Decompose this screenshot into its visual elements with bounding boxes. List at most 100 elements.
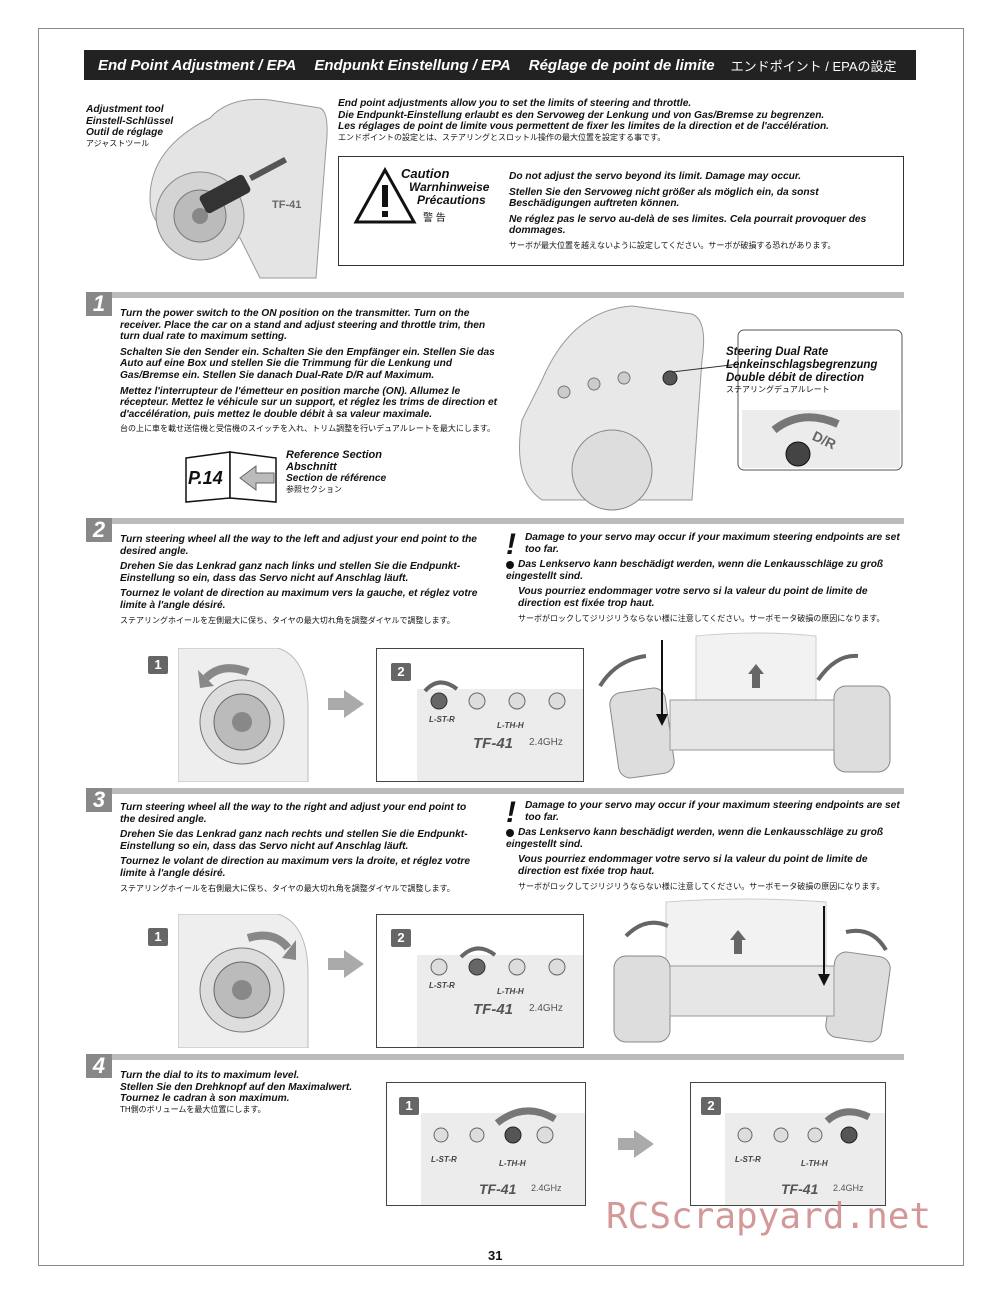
step2-steering-wheel-illustration (178, 648, 309, 782)
step1-en: Turn the power switch to the ON position… (120, 308, 486, 343)
step3-panel-illustration: 2 L-ST-R L-TH-H TF-41 2.4GHz (376, 914, 584, 1048)
page-frame (38, 28, 964, 1266)
step2-panel-illustration: 2 L-ST-R L-TH-H TF-41 2.4GHz (376, 648, 584, 782)
tool-label-de: Einstell-Schlüssel (86, 115, 174, 127)
header-en: End Point Adjustment / EPA (98, 56, 297, 74)
step4-en: Turn the dial to its to maximum level. (120, 1070, 300, 1081)
transmitter-dual-rate-illustration: D/R (519, 305, 903, 511)
step3-chassis-illustration (613, 898, 891, 1043)
step4-panel1-dials (433, 1107, 557, 1144)
step2-panel-dials (423, 680, 566, 710)
warning-exclamation-icon: ! (506, 796, 516, 829)
step3-warn-fr: Vous pourriez endommager votre servo si … (518, 854, 868, 877)
header-de: Endpunkt Einstellung / EPA (314, 56, 511, 74)
step3-panel-dials (430, 946, 566, 976)
step3-ja: ステアリングホイールを右側最大に保ち、タイヤの最大切れ角を調整ダイヤルで調整しま… (120, 883, 455, 893)
step2-sub1-number: 1 (148, 656, 168, 674)
step2-bar (86, 518, 904, 524)
step2-sub2-number: 2 (391, 663, 411, 681)
step1-ja: 台の上に車を載せ送信機と受信機のスイッチを入れ、トリム調整を行いデュアルレートを… (120, 424, 496, 434)
caution-ja: サーボが最大位置を越えないように設定してください。サーボが破損する恐れがあります… (509, 240, 836, 250)
dual-rate-de: Lenkeinschlagsbegrenzung (726, 359, 878, 371)
step1-fr: Mettez l'interrupteur de l'émetteur en p… (120, 385, 498, 420)
step2-st-label: L-ST-R (429, 715, 455, 724)
step4-panel1-face (421, 1113, 585, 1205)
tool-label: Adjustment tool Einstell-Schlüssel Outil… (86, 104, 186, 149)
intro-fr: Les réglages de point de limite vous per… (338, 121, 830, 133)
step2-number: 2 (86, 518, 112, 542)
step2-warn-ja: サーボがロックしてジリジリうならない様に注意してください。サーボモータ破損の原因… (518, 613, 885, 623)
step2-text: Turn steering wheel all the way to the l… (120, 534, 484, 626)
transmitter-with-tool-illustration: TF-41 (149, 98, 328, 279)
step4-p1-band: 2.4GHz (531, 1183, 562, 1193)
caution-title-en: Caution (401, 166, 450, 181)
tool-label-ja: アジャストツール (86, 138, 150, 148)
section-header: End Point Adjustment / EPA Endpunkt Eins… (84, 50, 916, 80)
intro-en: End point adjustments allow you to set t… (338, 98, 692, 109)
bullet-icon (506, 560, 514, 569)
caution-fr: Ne réglez pas le servo au-delà de ses li… (509, 213, 867, 237)
header-fr: Réglage de point de limite (528, 56, 715, 74)
step3-warning: ! Damage to your servo may occur if your … (506, 796, 906, 892)
step1-bar (86, 292, 904, 298)
caution-text: Do not adjust the servo beyond its limit… (509, 171, 889, 251)
step3-sub1-number: 1 (148, 928, 168, 946)
dual-rate-fr: Double débit de direction (726, 372, 865, 384)
step4-de: Stellen Sie den Drehknopf auf den Maxima… (120, 1081, 353, 1093)
step3-en: Turn steering wheel all the way to the r… (120, 802, 467, 825)
caution-box: Caution Warnhinweise Précautions 警 告 Do … (338, 156, 904, 266)
step3-th-label: L-TH-H (497, 987, 524, 996)
step3-arrow-icon (328, 950, 364, 978)
step3-warn-ja: サーボがロックしてジリジリうならない様に注意してください。サーボモータ破損の原因… (518, 881, 885, 891)
reference-section: Reference Section Abschnitt Section de r… (286, 449, 426, 495)
step4-ja: TH側のボリュームを最大位置にします。 (120, 1104, 266, 1114)
caution-title-fr: Précautions (417, 193, 486, 207)
step4-sub2-number: 2 (701, 1097, 721, 1115)
step2-fr: Tournez le volant de direction au maximu… (120, 588, 478, 611)
caution-title-ja: 警 告 (423, 213, 446, 224)
step4-bar (86, 1054, 904, 1060)
step3-fr: Tournez le volant de direction au maximu… (120, 856, 471, 879)
reference-de: Abschnitt (286, 460, 337, 473)
step3-sub2-number: 2 (391, 929, 411, 947)
reference-book-icon: P.14 (185, 451, 277, 503)
step4-arrow-icon (618, 1130, 654, 1158)
step2-warn-en: Damage to your servo may occur if your m… (524, 532, 900, 555)
tool-label-fr: Outil de réglage (86, 127, 163, 139)
step3-warn-en: Damage to your servo may occur if your m… (524, 800, 900, 823)
step4-p2-th-label: L-TH-H (801, 1159, 828, 1168)
step1-de: Schalten Sie den Sender ein. Schalten Si… (120, 346, 495, 381)
step2-band: 2.4GHz (529, 737, 563, 748)
step4-panel2-illustration: 2 L-ST-R L-TH-H TF-41 2.4GHz (690, 1082, 886, 1206)
step4-panel1-illustration: 1 L-ST-R L-TH-H TF-41 2.4GHz (386, 1082, 586, 1206)
reference-ja: 参照セクション (286, 484, 342, 494)
bullet-icon (506, 828, 514, 837)
step2-de: Drehen Sie das Lenkrad ganz nach links u… (120, 561, 461, 584)
dual-rate-ja: ステアリングデュアルレート (726, 385, 830, 394)
step3-bar (86, 788, 904, 794)
step2-th-label: L-TH-H (497, 721, 524, 730)
step4-panel2-dials (737, 1108, 871, 1144)
step4-p2-model: TF-41 (781, 1181, 819, 1197)
step2-warning: !Damage to your servo may occur if your … (506, 529, 906, 624)
dual-rate-label: Steering Dual Rate Lenkeinschlagsbegrenz… (726, 346, 906, 395)
step3-text: Turn steering wheel all the way to the r… (120, 802, 484, 894)
tool-label-en: Adjustment tool (86, 104, 164, 115)
step3-number: 3 (86, 788, 112, 812)
reference-fr: Section de référence (286, 473, 387, 485)
step2-warn-de: Das Lenkservo kann beschädigt werden, we… (506, 559, 884, 582)
intro-ja: エンドポイントの設定とは、ステアリングとスロットル操作の最大位置を設定する事です… (338, 132, 666, 142)
reference-en: Reference Section (286, 449, 382, 461)
step4-p2-st-label: L-ST-R (735, 1155, 761, 1164)
step2-warn-fr: Vous pourriez endommager votre servo si … (518, 586, 868, 609)
step3-model: TF-41 (473, 1001, 514, 1018)
step4-p1-model: TF-41 (479, 1181, 517, 1197)
warning-triangle-icon (353, 167, 417, 224)
intro-text: End point adjustments allow you to set t… (338, 98, 906, 143)
step3-steering-wheel-illustration (178, 914, 309, 1048)
step2-arrow-icon (328, 690, 364, 718)
step4-number: 4 (86, 1054, 112, 1078)
intro-de: Die Endpunkt-Einstellung erlaubt es den … (338, 109, 825, 121)
step2-ja: ステアリングホイールを左側最大に保ち、タイヤの最大切れ角を調整ダイヤルで調整しま… (120, 615, 455, 625)
caution-de: Stellen Sie den Servoweg nicht größer al… (509, 186, 819, 210)
